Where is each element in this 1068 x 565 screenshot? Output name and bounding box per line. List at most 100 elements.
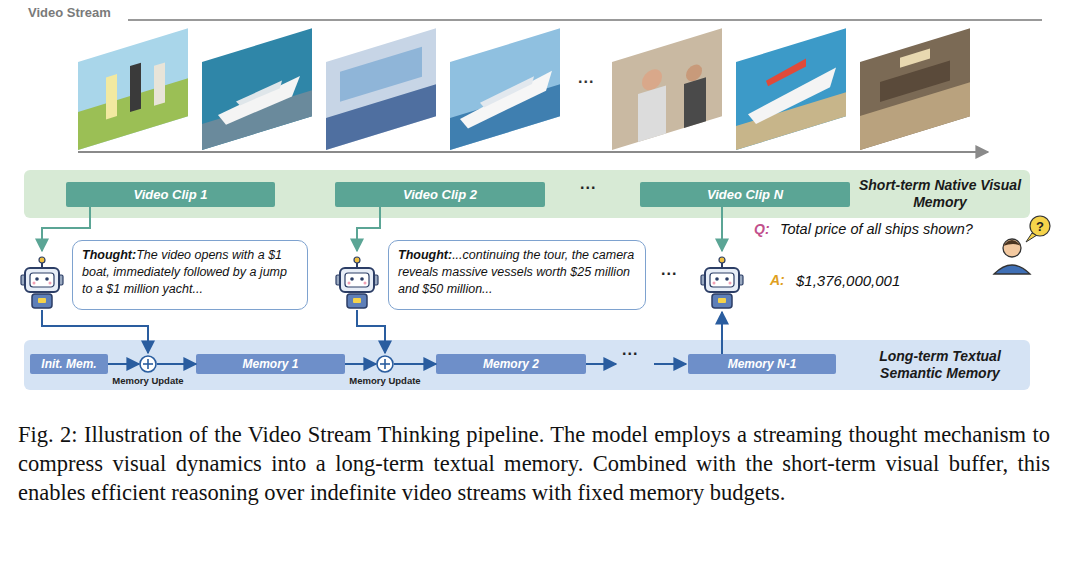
memory-flow-arrow: [394, 363, 436, 365]
robot-icon: [21, 257, 63, 308]
plus-circle: [377, 356, 393, 372]
plus-circle: [140, 356, 156, 372]
video-frame: [686, 62, 702, 83]
question-bubble: [1026, 216, 1050, 242]
video-frame: [326, 28, 436, 150]
memory-flow-arrow: [108, 363, 139, 365]
band-title: Short-term Native Visual Memory: [850, 170, 1030, 218]
video-frame: [78, 28, 188, 150]
question-bubble: [1026, 233, 1037, 242]
video-frame: [642, 67, 662, 93]
plus-sign: [384, 359, 386, 369]
video-frame: [460, 71, 552, 131]
video-frame: [326, 28, 436, 150]
memory-update-node: Memory Update: [139, 355, 157, 373]
video-clip-box: Video Clip 2: [335, 182, 545, 207]
thought-bubble: Thought:The video opens with a $1 boat, …: [72, 240, 308, 310]
memory-arrow: [586, 363, 616, 365]
memory-band: Short-term Native Visual Memory Video Cli…: [24, 170, 1030, 218]
readout-arrow: [721, 312, 723, 354]
question-bubble: [1030, 216, 1050, 236]
video-frame: [202, 28, 312, 150]
thought-bubble: Thought:...continuing the tour, the came…: [388, 240, 646, 310]
video-frame: [684, 77, 706, 128]
thought-heading: Thought:: [82, 248, 136, 262]
stream-title: Video Stream: [28, 6, 111, 19]
video-frame: [326, 84, 436, 150]
memory-box: Init. Mem.: [30, 354, 108, 374]
memory-label: Init. Mem.: [41, 357, 96, 371]
video-clip-box: Video Clip 1: [66, 182, 275, 207]
video-frame: [612, 28, 722, 150]
ellipsis: ...: [622, 342, 638, 358]
band-title: Long-term Textual Semantic Memory: [850, 340, 1030, 390]
clip-label: Video Clip 1: [134, 187, 208, 202]
plus-circle: [139, 355, 157, 373]
ellipsis: ...: [661, 262, 677, 278]
video-frame: [154, 62, 165, 105]
update-arrow: [357, 310, 385, 353]
video-frame: [340, 47, 422, 102]
video-frame: [900, 49, 930, 68]
memory-flow-arrow: [157, 363, 196, 365]
ellipsis: ...: [580, 176, 596, 192]
memory-arrow: [654, 363, 686, 365]
video-frame: [480, 76, 534, 109]
person-icon: [994, 265, 1030, 274]
robot-icon: [701, 257, 743, 308]
figure-caption: Fig. 2: Illustration of the Video Stream…: [18, 420, 1050, 507]
ellipsis: ...: [578, 70, 594, 86]
plus-circle: [376, 355, 394, 373]
update-arrow: [42, 310, 148, 353]
memory-box: Memory 1: [196, 354, 345, 374]
video-frame: [78, 28, 188, 150]
robot-icon: [336, 257, 378, 308]
memory-box: Memory N-1: [688, 354, 836, 374]
video-frame: [638, 85, 666, 142]
video-frame: [450, 28, 560, 150]
clip-label: Video Clip 2: [403, 187, 477, 202]
memory-label: Memory 1: [242, 357, 298, 371]
video-frame: [78, 78, 188, 150]
video-frame: [880, 60, 950, 101]
clip-arrow: [721, 207, 723, 251]
video-frame: [766, 59, 806, 87]
plus-sign: [147, 359, 149, 369]
stream-line: [128, 19, 1042, 21]
video-frame: [736, 28, 846, 150]
memory-label: Memory 2: [483, 357, 539, 371]
person-icon: [1003, 239, 1021, 257]
video-frame: [202, 28, 312, 150]
video-frame: [450, 28, 560, 150]
video-frame: [202, 90, 312, 150]
memory-update-node: Memory Update: [376, 355, 394, 373]
answer-text: $1,376,000,001: [796, 273, 900, 288]
video-frame: [450, 84, 560, 150]
update-label: Memory Update: [112, 375, 183, 386]
answer-tag: A:: [770, 273, 785, 287]
video-frame: [736, 28, 846, 150]
video-frame: [218, 76, 300, 127]
question-text: Total price of all ships shown?: [780, 222, 973, 237]
memory-label: Memory N-1: [728, 357, 797, 371]
video-frame: [860, 28, 970, 150]
memory-box: Memory 2: [436, 354, 586, 374]
video-frame: [612, 28, 722, 150]
video-frame: [106, 74, 117, 119]
video-frame: [748, 67, 836, 126]
thought-heading: Thought:: [398, 248, 452, 262]
video-frame: [860, 82, 970, 150]
video-frame: [860, 28, 970, 150]
question-mark: ?: [1036, 220, 1044, 233]
time-arrow: [78, 151, 988, 153]
video-clip-box: Video Clip N: [640, 182, 850, 207]
update-label: Memory Update: [349, 375, 420, 386]
clip-label: Video Clip N: [707, 187, 783, 202]
memory-band: Long-term Textual Semantic Memory Init. M…: [24, 340, 1030, 390]
video-frame: [130, 63, 141, 112]
clip-arrow: [357, 207, 380, 251]
person-icon: [994, 239, 1030, 274]
